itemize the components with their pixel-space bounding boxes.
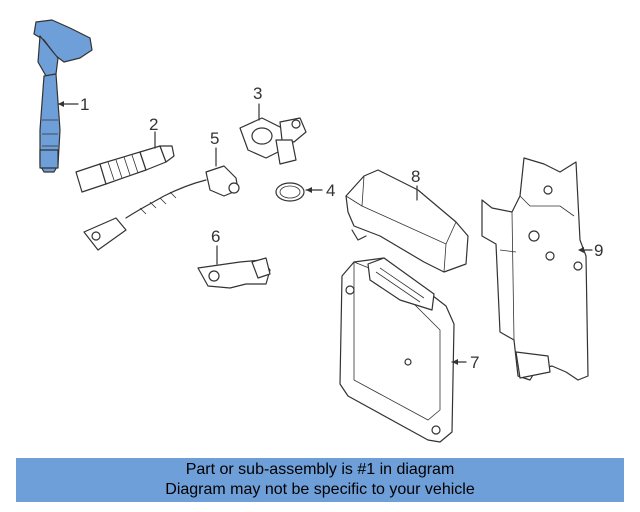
spark-plug-part[interactable] <box>75 145 175 193</box>
caption-line-2: Diagram may not be specific to your vehi… <box>165 481 475 498</box>
callout-leader-1 <box>57 101 79 107</box>
knock-sensor-harness-part[interactable] <box>83 165 240 251</box>
callout-5: 5 <box>210 129 219 148</box>
crankshaft-sensor-part[interactable] <box>197 257 271 289</box>
callout-7: 7 <box>470 353 479 372</box>
callout-leader-9 <box>578 247 593 253</box>
parts-diagram: 1 2 3 4 5 <box>33 19 603 443</box>
camshaft-sensor-part[interactable] <box>239 117 307 165</box>
callout-4: 4 <box>326 181 335 200</box>
callout-2: 2 <box>149 115 158 134</box>
callout-leader-4 <box>305 187 323 193</box>
mounting-bracket-part[interactable] <box>481 157 589 381</box>
caption-line-1: Part or sub-assembly is #1 in diagram <box>185 461 455 478</box>
callout-9: 9 <box>594 241 603 260</box>
callout-leader-7 <box>451 359 467 365</box>
callout-6: 6 <box>211 227 220 246</box>
engine-control-module-part[interactable] <box>339 257 455 443</box>
diagram-caption-banner: Part or sub-assembly is #1 in diagram Di… <box>16 458 624 502</box>
callout-1: 1 <box>80 95 89 114</box>
callout-8: 8 <box>411 167 420 186</box>
ecu-cover-part[interactable] <box>345 169 469 273</box>
callout-3: 3 <box>253 84 262 103</box>
ignition-coil-part[interactable] <box>33 19 93 173</box>
o-ring-part[interactable] <box>275 182 305 202</box>
